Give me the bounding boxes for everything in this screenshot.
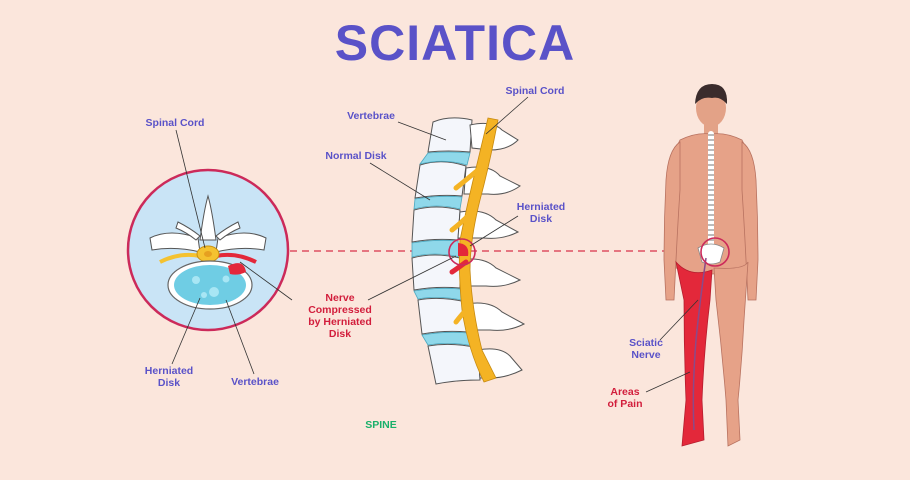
label-nerve-compressed: Nerve Compressed by Herniated Disk bbox=[308, 292, 372, 340]
label-sciatic-nerve: Sciatic Nerve bbox=[629, 337, 663, 361]
label-vertebrae-left: Vertebrae bbox=[231, 376, 279, 388]
label-herniated-disk-mid: Herniated Disk bbox=[516, 201, 566, 225]
spine-column bbox=[411, 117, 526, 385]
label-areas-of-pain: Areas of Pain bbox=[607, 386, 643, 410]
label-herniated-disk-left: Herniated Disk bbox=[144, 365, 194, 389]
label-vertebrae-mid: Vertebrae bbox=[347, 110, 395, 122]
label-spine: SPINE bbox=[365, 419, 397, 431]
vertebra-cross-section bbox=[126, 168, 290, 332]
label-spinal-cord-mid: Spinal Cord bbox=[505, 85, 565, 97]
page-title: SCIATICA bbox=[334, 15, 576, 71]
label-spinal-cord-left: Spinal Cord bbox=[145, 117, 205, 129]
label-normal-disk: Normal Disk bbox=[325, 150, 387, 162]
human-body-back bbox=[663, 84, 759, 447]
